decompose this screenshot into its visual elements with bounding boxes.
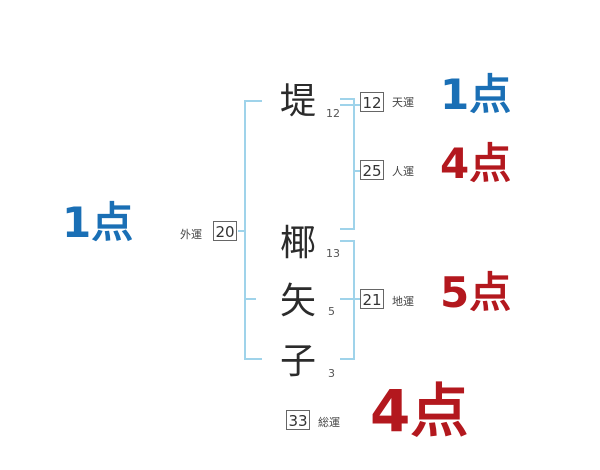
ten-label: 天運 [392,96,414,109]
upper-bracket-top [340,98,355,100]
chi-connector [340,298,360,300]
given-char-1-strokes: 13 [326,247,340,260]
jin-score: 4点 [440,139,512,188]
so-score: 4点 [370,377,469,445]
surname-char-1: 堤 [279,81,316,122]
outer-bracket-top [244,100,262,102]
outer-to-box-connector [238,230,246,232]
so-value-box: 33 [286,410,310,430]
jin-label: 人運 [392,165,414,178]
gai-value-box: 20 [213,221,237,241]
chi-score: 5点 [440,268,512,317]
upper-bracket-bottom [340,228,355,230]
given-char-2-strokes: 5 [328,305,335,318]
given-char-1: 椰 [279,223,316,264]
given-char-2: 矢 [279,281,316,322]
given-char-3-strokes: 3 [328,367,335,380]
given-char-3: 子 [279,341,316,382]
ten-connector [340,104,360,106]
lower-bracket-bottom [340,358,355,360]
upper-bracket-vertical [353,98,355,230]
chi-label: 地運 [392,295,414,308]
ten-value-box: 12 [360,92,384,112]
gai-score: 1点 [62,198,134,247]
chi-value-box: 21 [360,289,384,309]
jin-connector [355,170,361,172]
lower-bracket-top [340,240,355,242]
ten-score: 1点 [440,70,512,119]
jin-value-box: 25 [360,160,384,180]
outer-bracket-mid [244,298,256,300]
gai-label: 外運 [180,228,202,241]
outer-bracket-bottom [244,358,262,360]
surname-char-1-strokes: 12 [326,107,340,120]
so-label: 総運 [318,416,340,429]
lower-bracket-vertical [353,240,355,360]
